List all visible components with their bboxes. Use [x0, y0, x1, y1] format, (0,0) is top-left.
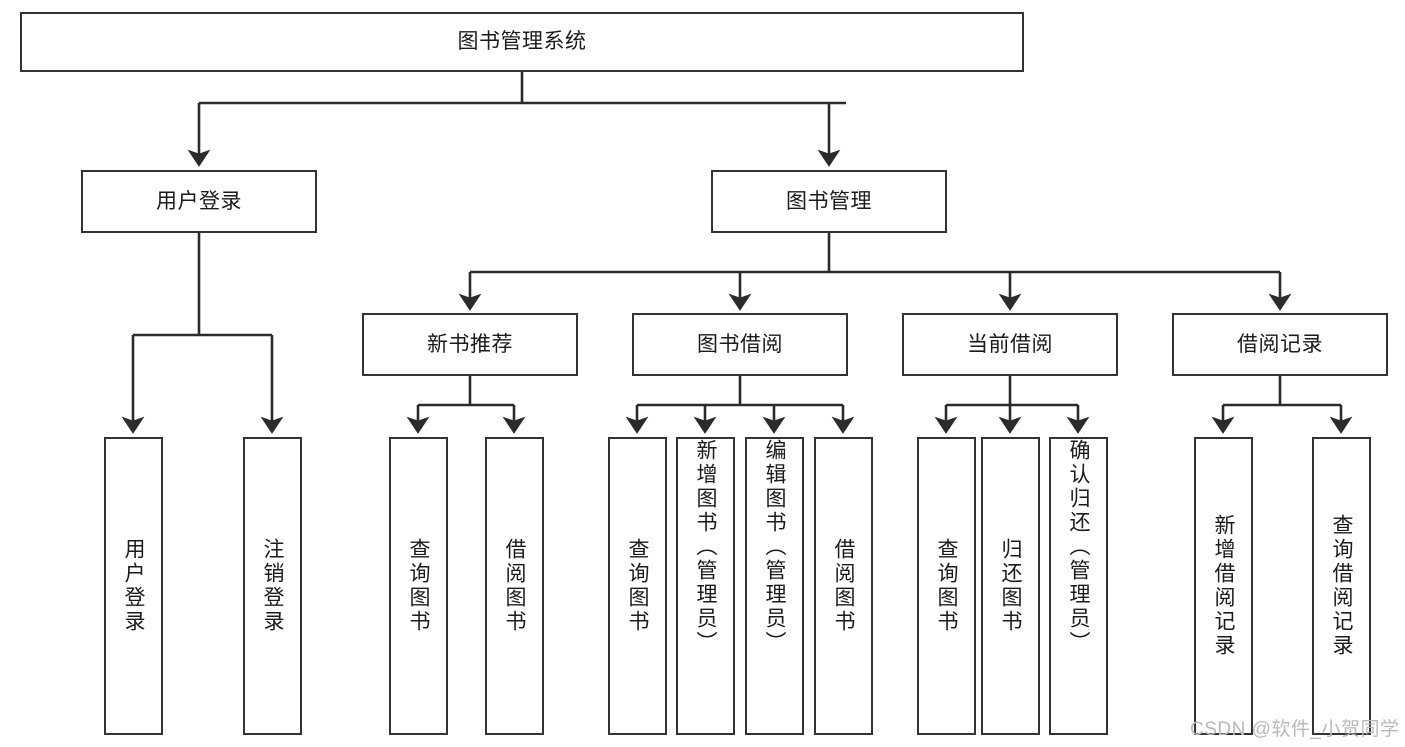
node-label: 借阅图书: [503, 538, 526, 634]
node-label: 当前借阅: [967, 332, 1053, 356]
node-label: 借阅记录: [1237, 332, 1323, 356]
leaf-add-book-admin[interactable]: 新增图书（管理员）: [676, 437, 735, 735]
node-label: 图书管理系统: [457, 30, 587, 54]
leaf-add-borrow-record[interactable]: 新增借阅记录: [1194, 437, 1253, 735]
node-label: 新书推荐: [427, 332, 513, 356]
leaf-edit-book-admin[interactable]: 编辑图书（管理员）: [745, 437, 804, 735]
leaf-user-login[interactable]: 用户登录: [104, 437, 163, 735]
leaf-query-books-recommendation[interactable]: 查询图书: [389, 437, 448, 735]
node-book-borrowing[interactable]: 图书借阅: [632, 313, 848, 376]
node-label: 新增图书（管理员）: [694, 439, 717, 655]
leaf-query-borrow-record[interactable]: 查询借阅记录: [1312, 437, 1371, 735]
csdn-watermark: CSDN @软件_小贺同学: [1190, 719, 1400, 740]
node-label: 图书借阅: [697, 332, 783, 356]
node-label: 归还图书: [999, 538, 1022, 634]
leaf-return-books[interactable]: 归还图书: [981, 437, 1040, 735]
node-label: 借阅图书: [832, 538, 855, 634]
leaf-borrow-books[interactable]: 借阅图书: [814, 437, 873, 735]
leaf-confirm-return-admin[interactable]: 确认归还（管理员）: [1049, 437, 1108, 735]
node-root-system[interactable]: 图书管理系统: [20, 12, 1024, 72]
node-label: 编辑图书（管理员）: [763, 439, 786, 655]
node-label: 图书管理: [786, 189, 872, 213]
node-label: 查询图书: [626, 538, 649, 634]
node-label: 用户登录: [122, 538, 145, 634]
node-label: 注销登录: [261, 538, 284, 634]
node-label: 查询图书: [935, 538, 958, 634]
node-label: 查询图书: [407, 538, 430, 634]
leaf-logout[interactable]: 注销登录: [243, 437, 302, 735]
leaf-query-books-borrow[interactable]: 查询图书: [608, 437, 667, 735]
node-current-borrowing[interactable]: 当前借阅: [902, 313, 1118, 376]
node-new-book-recommendation[interactable]: 新书推荐: [362, 313, 578, 376]
node-borrowing-records[interactable]: 借阅记录: [1172, 313, 1388, 376]
node-label: 查询借阅记录: [1330, 514, 1353, 658]
node-label: 新增借阅记录: [1212, 514, 1235, 658]
node-book-management[interactable]: 图书管理: [711, 170, 947, 233]
leaf-query-books-current[interactable]: 查询图书: [917, 437, 976, 735]
node-user-login[interactable]: 用户登录: [81, 170, 317, 233]
leaf-borrow-books-recommendation[interactable]: 借阅图书: [485, 437, 544, 735]
node-label: 确认归还（管理员）: [1067, 439, 1090, 655]
node-label: 用户登录: [156, 189, 242, 213]
